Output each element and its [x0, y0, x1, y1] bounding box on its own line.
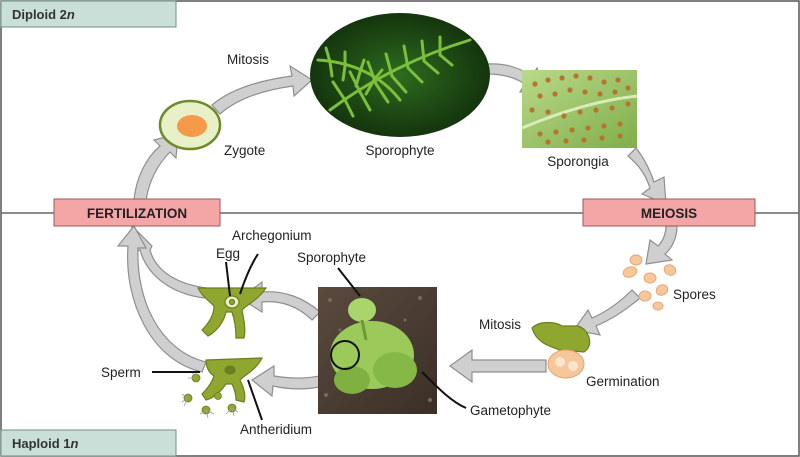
fertilization-box: FERTILIZATION: [53, 198, 221, 227]
archegonium-figure: [197, 287, 268, 339]
gametophyte-label: Gametophyte: [470, 403, 551, 418]
germination-figure: [531, 321, 591, 379]
arrow-germination-to-gametophyte: [448, 348, 547, 384]
pointer-lines: [152, 253, 467, 421]
sporophyte-photo: [310, 13, 490, 137]
mitosis-bottom-label: Mitosis: [479, 317, 521, 332]
sporongia-photo: [521, 70, 638, 148]
archegonium-label: Archegonium: [232, 228, 312, 243]
meiosis-label: MEIOSIS: [641, 206, 697, 221]
sporongia-label: Sporongia: [547, 154, 609, 169]
fertilization-label: FERTILIZATION: [87, 206, 187, 221]
sperm-label: Sperm: [101, 365, 141, 380]
mitosis-top-label: Mitosis: [227, 52, 269, 67]
germination-label: Germination: [586, 374, 660, 389]
antheridium-figure: [201, 357, 263, 403]
antheridium-pointer: [247, 379, 263, 421]
haploid-header-text: Haploid 1n: [12, 436, 79, 451]
sperm-cells: [181, 371, 239, 419]
haploid-header: Haploid 1n: [0, 429, 177, 457]
egg-pointer: [225, 261, 231, 297]
archegonium-pointer: [239, 253, 259, 295]
egg-label: Egg: [216, 246, 240, 261]
spores-cluster: [622, 254, 677, 311]
gametophyte-photo: [318, 287, 437, 414]
zygote-label: Zygote: [224, 143, 265, 158]
diploid-header-text: Diploid 2n: [12, 7, 75, 22]
arrow-spores-to-germination: [572, 289, 641, 336]
diploid-header: Diploid 2n: [0, 0, 177, 28]
sporophyte-top-label: Sporophyte: [365, 143, 434, 158]
cycle-arrows: [116, 63, 678, 398]
zygote-cell: [158, 99, 222, 151]
sporophyte-small-pointer: [337, 267, 361, 297]
arrow-meiosis-to-spores: [645, 225, 678, 265]
spores-label: Spores: [673, 287, 716, 302]
meiosis-box: MEIOSIS: [582, 198, 756, 227]
antheridium-label: Antheridium: [240, 422, 312, 437]
sporophyte-small-label: Sporophyte: [297, 250, 366, 265]
gametophyte-pointer: [421, 371, 467, 409]
